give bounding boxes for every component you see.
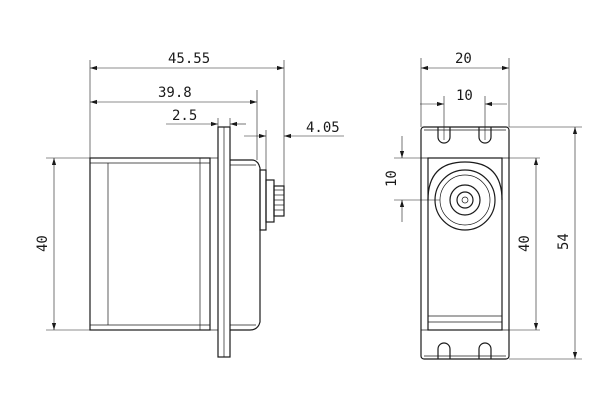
front-view: 20 10 10 40 54: [384, 51, 582, 360]
dim-shaft-offset: 10: [384, 170, 400, 187]
output-shaft: [434, 169, 496, 231]
dim-side-height: 40: [35, 235, 51, 252]
dim-overall-height: 54: [556, 233, 572, 250]
dim-hole-spacing: 10: [456, 88, 473, 104]
spline-gear: [273, 185, 285, 217]
side-view: 45.55 39.8 2.5 4.05 40: [35, 51, 344, 358]
dim-front-height: 40: [517, 235, 533, 252]
dim-overall-length: 45.55: [168, 51, 210, 67]
dim-body-length: 39.8: [158, 85, 192, 101]
dim-spline-length: 4.05: [306, 120, 340, 136]
dim-flange-thickness: 2.5: [172, 108, 197, 124]
dim-width: 20: [455, 51, 472, 67]
